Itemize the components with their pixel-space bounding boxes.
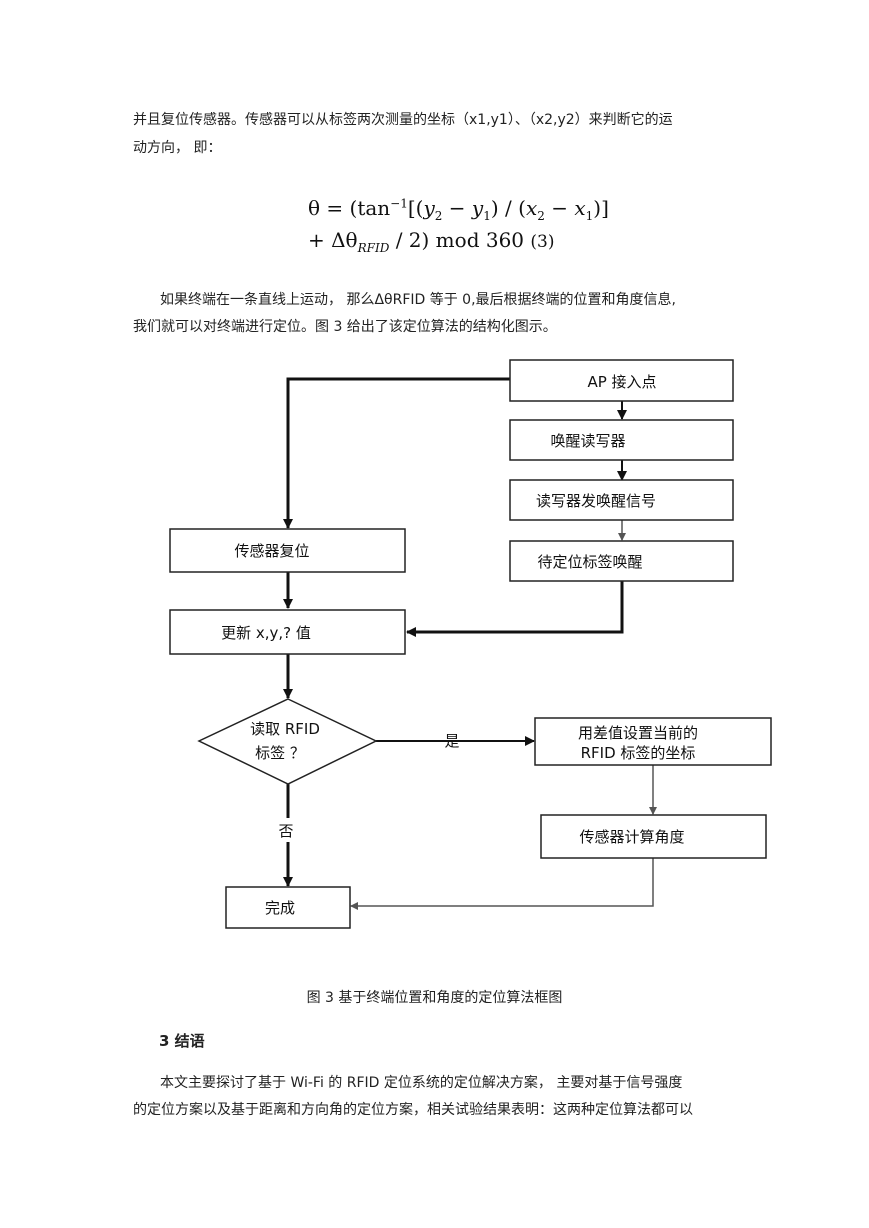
connector-angle-to-done	[350, 858, 654, 910]
section-heading: 3 结语	[159, 1032, 205, 1050]
box-sensor-reset-label: 传感器复位	[234, 542, 309, 560]
box-update-label: 更新 x,y,? 值	[221, 624, 311, 642]
decision-read-rfid: 读取 RFID 标签 ？	[197, 698, 378, 785]
box-tag-wake: 待定位标签唤醒	[509, 540, 734, 582]
box-done: 完成	[225, 886, 351, 929]
connector-tag-to-update	[406, 580, 624, 637]
formula-line-1: θ = (tan−1[(y2 − y1) / (x2 − x1)]	[308, 196, 609, 223]
box-calc-angle-label: 传感器计算角度	[579, 828, 684, 846]
box-done-label: 完成	[265, 899, 295, 917]
decision-label-line-2: 标签 ？	[255, 744, 305, 762]
no-label: 否	[278, 822, 293, 840]
box-update: 更新 x,y,? 值	[169, 609, 406, 655]
yes-label: 是	[444, 732, 459, 750]
flowchart: AP 接入点 唤醒读写器 读写器发唤醒信号 待定位标签唤醒 传感器复位 更新 x…	[169, 359, 772, 929]
box-set-coordinates-line-1: 用差值设置当前的	[578, 724, 698, 742]
figure-caption: 图 3 基于终端位置和角度的定位算法框图	[306, 990, 563, 1006]
box-reader-signal: 读写器发唤醒信号	[509, 479, 734, 521]
box-reader-signal-label: 读写器发唤醒信号	[536, 492, 656, 510]
connector-ap-to-sensor-reset	[283, 377, 510, 529]
box-wake-reader-label: 唤醒读写器	[550, 432, 625, 450]
paragraph-2-line-1: 如果终端在一条直线上运动， 那么ΔθRFID 等于 0,最后根据终端的位置和角度…	[160, 292, 676, 308]
equation-number: (3)	[530, 232, 555, 252]
paragraph-3-line-1: 本文主要探讨了基于 Wi-Fi 的 RFID 定位系统的定位解决方案， 主要对基…	[160, 1075, 683, 1091]
paragraph-1-line-1: 并且复位传感器。传感器可以从标签两次测量的坐标（x1,y1）、（x2,y2）来判…	[133, 112, 673, 128]
decision-label-line-1: 读取 RFID	[250, 720, 320, 738]
box-ap-label: AP 接入点	[587, 373, 656, 391]
paragraph-2-line-2: 我们就可以对终端进行定位。图 3 给出了该定位算法的结构化图示。	[133, 319, 557, 335]
paragraph-1-line-2: 动方向， 即：	[133, 140, 222, 156]
box-set-coordinates-line-2: RFID 标签的坐标	[581, 744, 696, 762]
box-set-coordinates: 用差值设置当前的 RFID 标签的坐标	[534, 717, 772, 766]
paragraph-3-line-2: 的定位方案以及基于距离和方向角的定位方案，相关试验结果表明：这两种定位算法都可以	[133, 1102, 693, 1118]
box-tag-wake-label: 待定位标签唤醒	[537, 553, 642, 571]
box-calc-angle: 传感器计算角度	[540, 814, 767, 859]
formula-line-2: + ΔθRFID / 2) mod 360 (3)	[308, 228, 555, 255]
box-sensor-reset: 传感器复位	[169, 528, 406, 573]
box-wake-reader: 唤醒读写器	[509, 419, 734, 461]
box-ap: AP 接入点	[509, 359, 734, 402]
